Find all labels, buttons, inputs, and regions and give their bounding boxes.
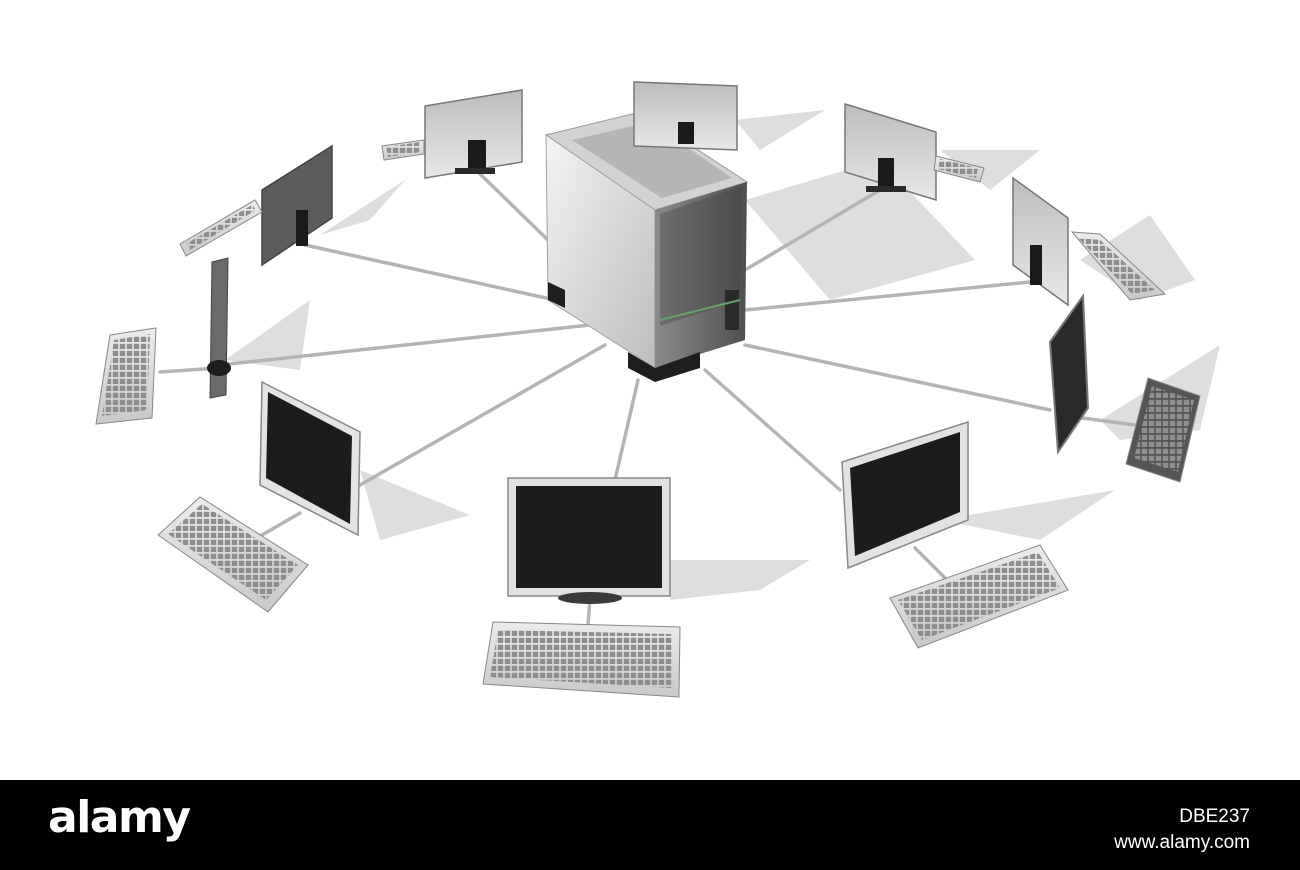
keyboard-icon [933,155,985,183]
monitor-icon [207,257,231,399]
monitor-icon [259,380,361,537]
server-tower-icon [544,111,749,382]
keyboard-icon [95,327,157,425]
monitor-icon [841,420,969,570]
keyboard-icon [1070,231,1167,301]
watermark-banner: alamy DBE237 www.alamy.com [0,780,1300,870]
keyboard-icon [889,544,1069,649]
monitor-icon [1048,293,1090,455]
monitor-icon [424,89,523,179]
monitor-icon [1012,176,1069,307]
keyboard-icon [1125,377,1201,483]
floor-shadows [225,110,1220,600]
monitor-icon [507,477,671,604]
network-illustration [95,81,1220,698]
keyboard-icon [482,621,681,698]
image-url: www.alamy.com [1114,832,1250,853]
keyboard-icon [157,496,309,613]
monitor-icon [844,102,937,202]
network-cables [158,138,1137,627]
image-id: DBE237 [1179,806,1250,827]
monitor-icon [261,144,333,267]
keyboard-icon [381,139,425,161]
alamy-logo: alamy [48,792,191,843]
keyboard-icon [179,199,263,257]
monitor-icon [633,81,738,151]
